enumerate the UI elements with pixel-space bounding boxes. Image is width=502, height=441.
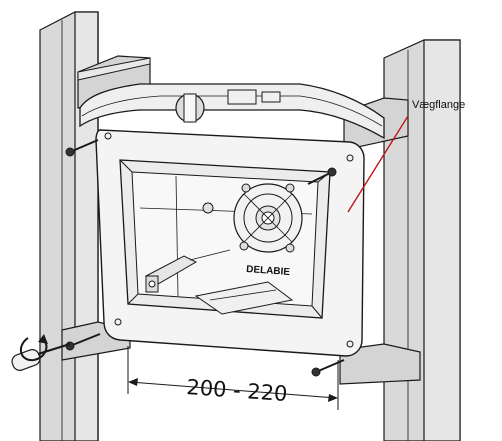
central-coupling: [202, 183, 303, 253]
screw-bottom-right: [311, 359, 345, 377]
callout-label: Vægflange: [412, 99, 465, 111]
top-cover: [79, 83, 385, 140]
bottom-tray: [194, 281, 294, 315]
hex-key-icon: [11, 342, 71, 371]
screw-top-left: [65, 139, 99, 157]
callout-leader-line: [347, 115, 409, 213]
dimension-line: [127, 346, 339, 410]
rotation-arrow-icon: [19, 334, 48, 362]
brand-stamp: DELABIE: [246, 264, 291, 278]
screw-top-right: [307, 167, 337, 185]
valve-cartridge: [145, 249, 231, 293]
